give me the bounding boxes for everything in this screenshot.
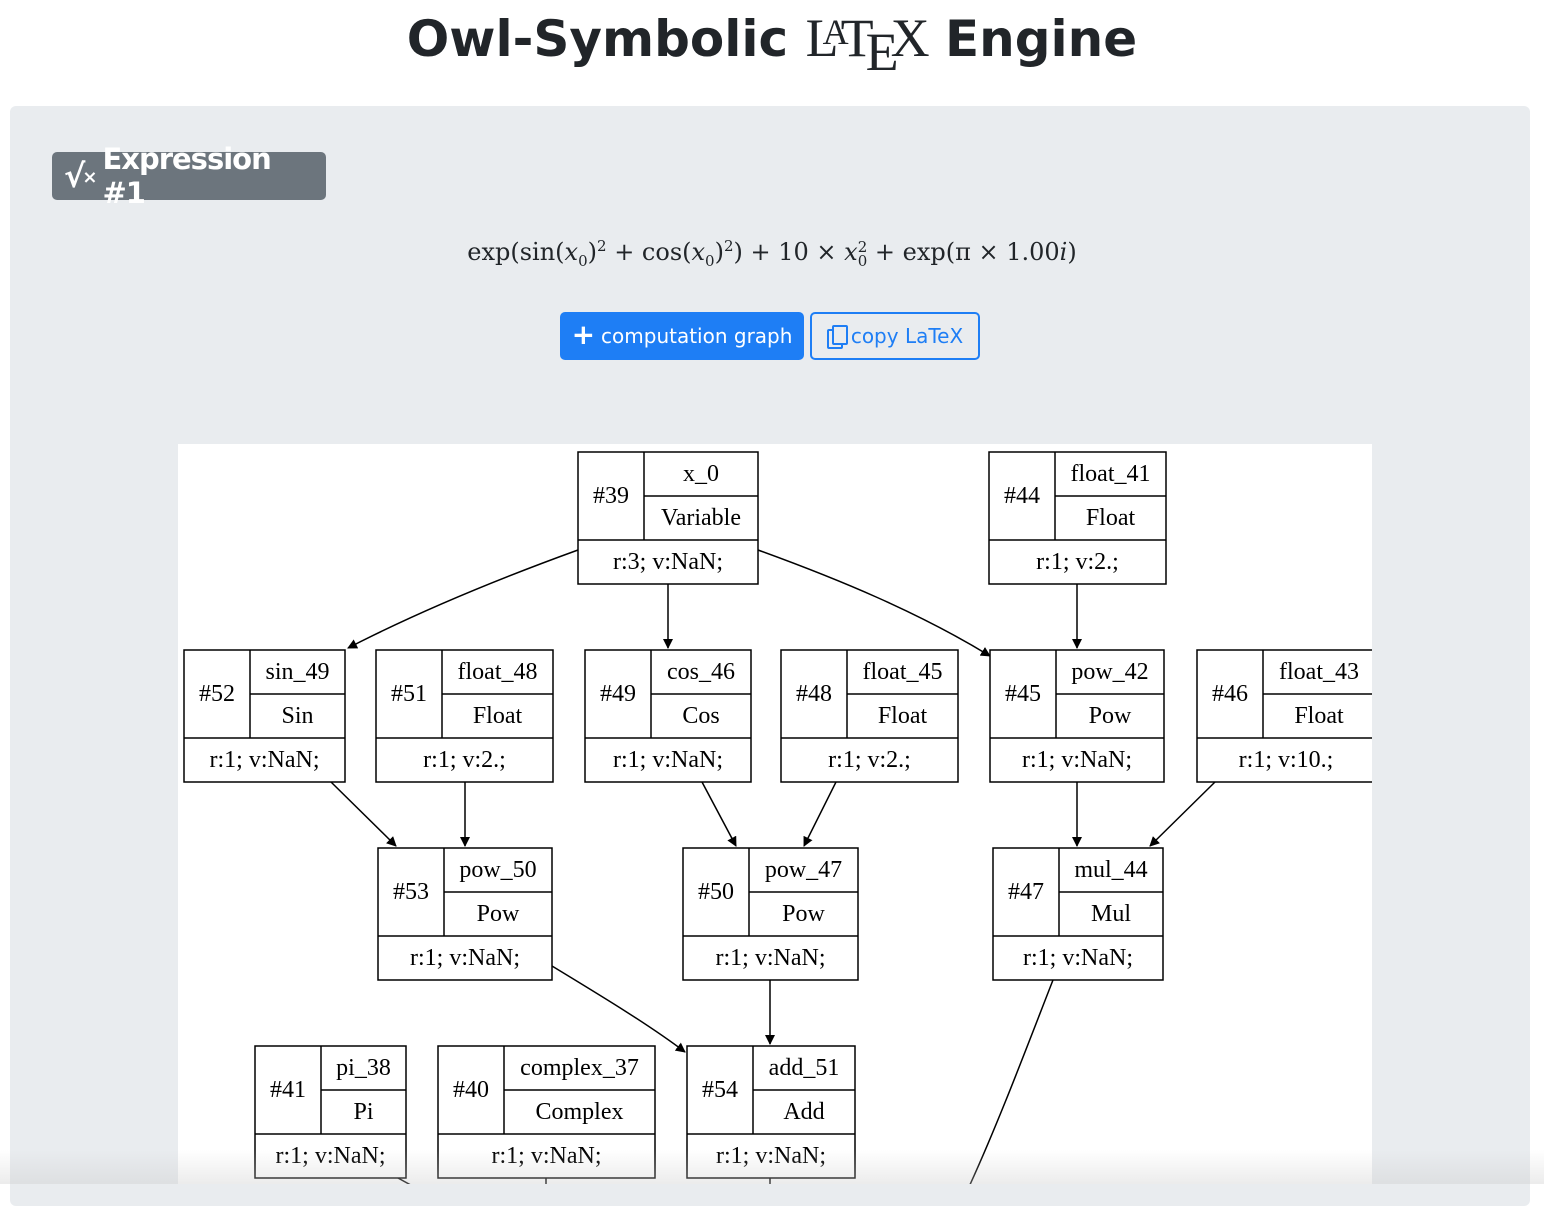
node-info: r:3; v:NaN; (613, 549, 723, 575)
node-type: Cos (682, 703, 719, 729)
node-type: Float (1086, 505, 1136, 531)
square-root-icon: √× (64, 157, 97, 195)
node-id: #46 (1212, 681, 1248, 707)
expression-badge-label: Expression #1 (102, 142, 271, 210)
graph-edge (969, 979, 1054, 1184)
copy-latex-label: copy LaTeX (850, 324, 964, 348)
node-id: #44 (1004, 483, 1040, 509)
page-title: Owl-Symbolic LATEX Engine (0, 0, 1544, 84)
node-info: r:1; v:NaN; (716, 1143, 826, 1169)
node-id: #45 (1005, 681, 1041, 707)
node-id: #52 (199, 681, 235, 707)
graph-edge (551, 965, 686, 1053)
node-info: r:1; v:NaN; (492, 1143, 602, 1169)
node-name: complex_37 (520, 1055, 639, 1081)
node-name: sin_49 (265, 659, 329, 685)
node-name: float_45 (863, 659, 943, 685)
node-id: #51 (391, 681, 427, 707)
node-name: x_0 (683, 461, 719, 487)
graph-edge (1149, 781, 1216, 847)
node-type: Variable (661, 505, 741, 531)
node-type: Float (473, 703, 523, 729)
node-id: #50 (698, 879, 734, 905)
title-suffix: Engine (945, 10, 1138, 68)
expression-badge: √× Expression #1 (52, 142, 326, 210)
node-info: r:1; v:NaN; (210, 747, 320, 773)
node-id: #54 (702, 1077, 738, 1103)
computation-graph-button[interactable]: + computation graph (560, 312, 804, 360)
node-name: pow_47 (765, 857, 842, 883)
node-name: float_41 (1071, 461, 1151, 487)
title-prefix: Owl-Symbolic (406, 10, 789, 68)
computation-graph-label: computation graph (601, 324, 793, 348)
node-name: pow_50 (459, 857, 536, 883)
node-info: r:1; v:2.; (423, 747, 506, 773)
graph-edge (397, 1177, 411, 1184)
graph-edge (757, 549, 991, 657)
node-name: float_43 (1279, 659, 1359, 685)
plus-icon: + (571, 317, 596, 351)
node-type: Pow (477, 901, 520, 927)
latex-logo: LATEX (805, 8, 930, 82)
node-info: r:1; v:NaN; (276, 1143, 386, 1169)
node-info: r:1; v:NaN; (1023, 945, 1133, 971)
node-id: #39 (593, 483, 629, 509)
node-type: Float (1294, 703, 1344, 729)
node-id: #48 (796, 681, 832, 707)
node-id: #40 (453, 1077, 489, 1103)
node-name: add_51 (769, 1055, 840, 1081)
node-type: Pow (782, 901, 825, 927)
node-name: float_48 (458, 659, 538, 685)
node-type: Pi (353, 1099, 373, 1125)
node-info: r:1; v:NaN; (613, 747, 723, 773)
node-id: #53 (393, 879, 429, 905)
node-type: Sin (281, 703, 313, 729)
node-name: mul_44 (1074, 857, 1147, 883)
graph-edge (701, 781, 737, 847)
node-name: pow_42 (1071, 659, 1148, 685)
node-info: r:1; v:10.; (1239, 747, 1334, 773)
node-name: cos_46 (667, 659, 735, 685)
node-info: r:1; v:NaN; (1022, 747, 1132, 773)
node-id: #41 (270, 1077, 306, 1103)
copy-latex-button[interactable]: copy LaTeX (810, 312, 980, 360)
node-info: r:1; v:2.; (1036, 549, 1119, 575)
node-type: Mul (1091, 901, 1131, 927)
graph-edge (803, 781, 837, 847)
node-info: r:1; v:NaN; (410, 945, 520, 971)
clipboard-icon (826, 325, 848, 349)
node-type: Add (783, 1099, 824, 1125)
node-type: Pow (1089, 703, 1132, 729)
node-info: r:1; v:NaN; (716, 945, 826, 971)
graph-edge (347, 549, 579, 649)
node-type: Complex (536, 1099, 624, 1125)
node-id: #47 (1008, 879, 1044, 905)
node-type: Float (878, 703, 928, 729)
node-name: pi_38 (336, 1055, 391, 1081)
node-id: #49 (600, 681, 636, 707)
node-info: r:1; v:2.; (828, 747, 911, 773)
graph-edge (330, 781, 397, 847)
